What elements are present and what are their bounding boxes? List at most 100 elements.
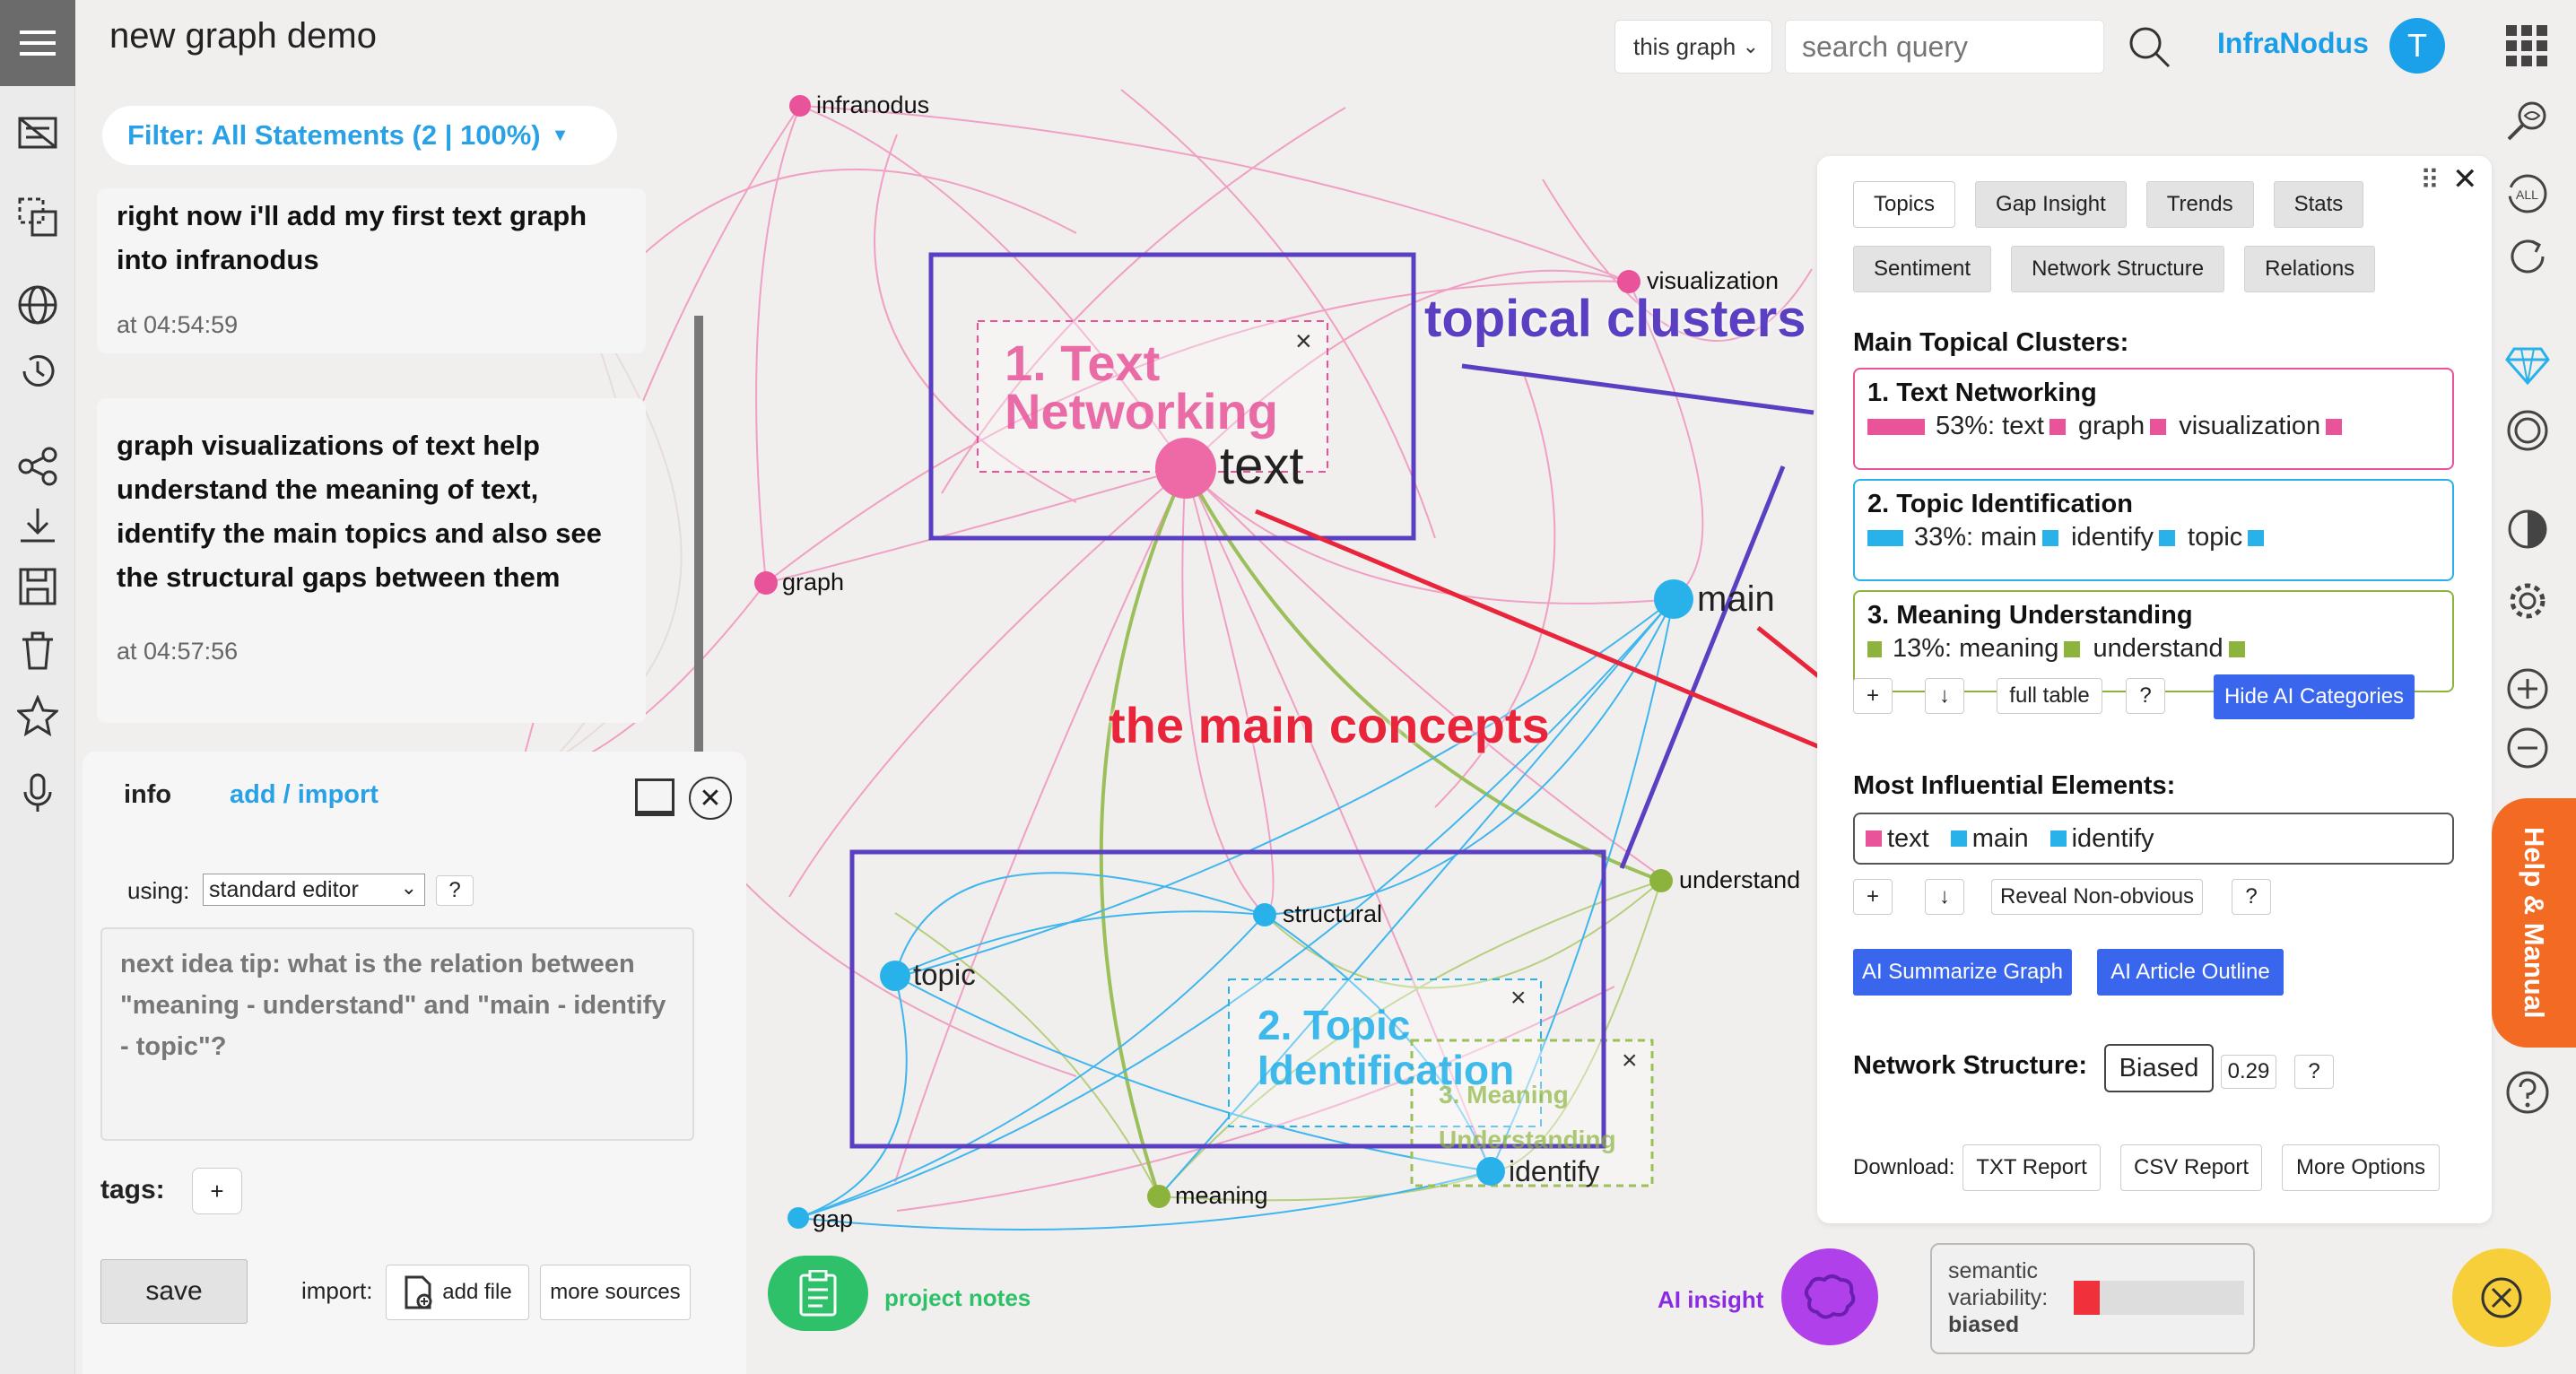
download-clusters-button[interactable]: ↓ bbox=[1925, 678, 1964, 714]
drag-handle-icon[interactable]: ⠿ bbox=[2420, 166, 2440, 196]
zoom-in-icon[interactable] bbox=[2502, 664, 2553, 714]
hide-ai-categories-button[interactable]: Hide AI Categories bbox=[2214, 674, 2415, 719]
expand-clusters-button[interactable]: + bbox=[1853, 678, 1893, 714]
label-structural[interactable]: structural bbox=[1283, 900, 1383, 927]
cluster-word[interactable]: identify bbox=[2071, 523, 2154, 552]
help-circle-icon[interactable] bbox=[2502, 1067, 2553, 1117]
statement-card[interactable]: right now i'll add my first text graph i… bbox=[97, 188, 646, 353]
ai-outline-button[interactable]: AI Article Outline bbox=[2097, 949, 2284, 996]
project-notes-button[interactable] bbox=[768, 1256, 868, 1331]
panel-tab[interactable]: Network Structure bbox=[2011, 246, 2225, 292]
more-sources-button[interactable]: more sources bbox=[540, 1265, 691, 1320]
expand-influential-button[interactable]: + bbox=[1853, 879, 1893, 915]
cluster-word[interactable]: meaning bbox=[1959, 634, 2059, 663]
statement-textarea[interactable]: next idea tip: what is the relation betw… bbox=[100, 927, 694, 1141]
zoom-out-icon[interactable] bbox=[2502, 723, 2553, 773]
cluster-label-3[interactable]: 3. Meaning Understanding bbox=[1439, 1081, 1616, 1153]
trash-icon[interactable] bbox=[13, 626, 63, 676]
semantic-variability-widget[interactable]: semantic variability: biased bbox=[1930, 1243, 2255, 1354]
scope-select[interactable]: this graph ⌄ bbox=[1614, 20, 1772, 74]
project-notes-label[interactable]: project notes bbox=[884, 1284, 1031, 1311]
help-manual-tab[interactable]: Help & Manual bbox=[2492, 798, 2576, 1048]
select-area-icon[interactable] bbox=[13, 192, 63, 242]
contrast-icon[interactable] bbox=[2502, 504, 2553, 554]
close-icon[interactable]: ✕ bbox=[689, 777, 732, 820]
tab-info[interactable]: info bbox=[124, 780, 172, 809]
panel-tab[interactable]: Gap Insight bbox=[1975, 181, 2127, 228]
clusters-help-button[interactable]: ? bbox=[2126, 678, 2165, 714]
statement-card[interactable]: graph visualizations of text help unders… bbox=[97, 398, 646, 723]
close-icon[interactable]: × bbox=[1510, 983, 1527, 1013]
close-icon[interactable]: × bbox=[1622, 1046, 1638, 1075]
label-understand[interactable]: understand bbox=[1679, 866, 1801, 893]
cluster-label-1[interactable]: 1. Text Networking bbox=[1005, 335, 1278, 439]
download-influential-button[interactable]: ↓ bbox=[1925, 879, 1964, 915]
influential-word[interactable]: text bbox=[1887, 823, 1929, 853]
close-overlay-button[interactable] bbox=[2452, 1248, 2551, 1347]
editor-help-button[interactable]: ? bbox=[436, 875, 474, 906]
diamond-icon[interactable] bbox=[2502, 341, 2553, 391]
download-icon[interactable] bbox=[13, 500, 63, 551]
cluster-word[interactable]: text bbox=[2002, 412, 2044, 440]
add-tag-button[interactable]: + bbox=[192, 1168, 242, 1214]
more-options-button[interactable]: More Options bbox=[2282, 1144, 2440, 1191]
focus-lens-icon[interactable] bbox=[2502, 97, 2553, 147]
microphone-icon[interactable] bbox=[13, 768, 63, 818]
history-icon[interactable] bbox=[13, 346, 63, 396]
panel-tab[interactable]: Trends bbox=[2145, 181, 2254, 228]
scrollbar[interactable] bbox=[694, 316, 703, 755]
save-button[interactable]: save bbox=[100, 1259, 248, 1324]
ai-summarize-button[interactable]: AI Summarize Graph bbox=[1853, 949, 2072, 996]
menu-button[interactable] bbox=[0, 0, 75, 86]
label-visualization[interactable]: visualization bbox=[1647, 267, 1780, 294]
full-table-button[interactable]: full table bbox=[1997, 678, 2102, 714]
label-main[interactable]: main bbox=[1697, 579, 1775, 619]
cluster-label-2[interactable]: 2. Topic Identification bbox=[1258, 1002, 1515, 1093]
search-icon[interactable] bbox=[2126, 23, 2172, 74]
panel-tab[interactable]: Relations bbox=[2244, 246, 2376, 292]
panel-tab[interactable]: Sentiment bbox=[1853, 246, 1992, 292]
influential-word[interactable]: identify bbox=[2071, 823, 2154, 853]
label-gap[interactable]: gap bbox=[813, 1205, 854, 1232]
add-file-button[interactable]: add file bbox=[386, 1265, 529, 1320]
save-icon[interactable] bbox=[13, 561, 63, 612]
influential-help-button[interactable]: ? bbox=[2232, 879, 2271, 915]
reveal-nonobvious-button[interactable]: Reveal Non-obvious bbox=[1991, 879, 2203, 915]
editor-select[interactable]: standard editor⌄ bbox=[203, 874, 425, 906]
panel-tab[interactable]: Topics bbox=[1853, 181, 1956, 228]
minimize-icon[interactable] bbox=[635, 778, 674, 816]
filter-dropdown[interactable]: Filter: All Statements (2 | 100%)▼ bbox=[102, 106, 617, 165]
label-topic[interactable]: topic bbox=[913, 958, 976, 991]
ring-icon[interactable] bbox=[2502, 405, 2553, 456]
label-meaning[interactable]: meaning bbox=[1175, 1182, 1268, 1209]
avatar[interactable]: T bbox=[2389, 18, 2445, 74]
influential-word[interactable]: main bbox=[1971, 823, 2029, 853]
network-help-button[interactable]: ? bbox=[2294, 1055, 2334, 1089]
search-input[interactable] bbox=[1785, 20, 2104, 74]
apps-grid-icon[interactable] bbox=[2506, 25, 2547, 71]
cluster-word[interactable]: visualization bbox=[2179, 412, 2321, 440]
cluster-word[interactable]: topic bbox=[2188, 523, 2243, 552]
label-identify[interactable]: identify bbox=[1509, 1155, 1600, 1187]
cluster-word[interactable]: main bbox=[1980, 523, 2038, 552]
cluster-word[interactable]: understand bbox=[2093, 634, 2224, 663]
globe-icon[interactable] bbox=[13, 280, 63, 330]
brand-link[interactable]: InfraNodus bbox=[2217, 27, 2369, 59]
settings-gear-icon[interactable] bbox=[2502, 576, 2553, 626]
label-infranodus[interactable]: infranodus bbox=[816, 91, 930, 118]
tab-add-import[interactable]: add / import bbox=[230, 780, 379, 809]
panel-tab[interactable]: Stats bbox=[2273, 181, 2364, 228]
ai-insight-label[interactable]: AI insight bbox=[1658, 1286, 1764, 1313]
cluster-word[interactable]: graph bbox=[2077, 412, 2145, 440]
share-icon[interactable] bbox=[13, 441, 63, 491]
close-icon[interactable]: ✕ bbox=[2452, 162, 2478, 196]
ai-insight-button[interactable] bbox=[1781, 1248, 1878, 1345]
close-icon[interactable]: × bbox=[1295, 325, 1312, 357]
statements-icon[interactable] bbox=[13, 109, 63, 160]
label-graph[interactable]: graph bbox=[782, 569, 845, 596]
network-structure-value[interactable]: Biased bbox=[2104, 1044, 2214, 1092]
